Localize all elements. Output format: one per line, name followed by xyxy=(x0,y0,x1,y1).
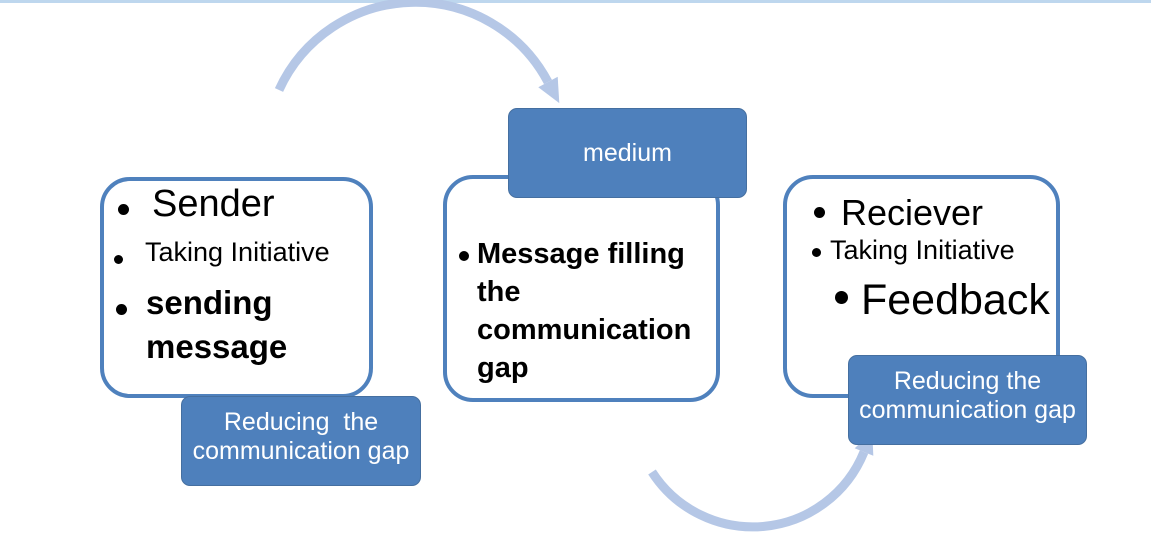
receiver-gap-label-line-2: communication gap xyxy=(859,396,1076,424)
message-box: Message filling the communication gap xyxy=(443,175,720,402)
flow-arrow-bottom-icon xyxy=(648,431,874,532)
receiver-bullet-2: Taking Initiative xyxy=(830,235,1015,265)
bullet-dot xyxy=(812,248,821,257)
top-border-line xyxy=(0,0,1151,3)
flow-arrow-top-icon xyxy=(274,0,560,104)
message-bullet-line-3: communication xyxy=(477,314,692,346)
message-bullet-line-2: the xyxy=(477,276,521,308)
bullet-dot xyxy=(459,251,469,261)
bullet-dot xyxy=(814,207,825,218)
receiver-gap-label: Reducing the communication gap xyxy=(848,355,1087,445)
receiver-gap-label-line-1: Reducing the xyxy=(893,367,1042,395)
sender-box: Sender Taking Initiative sending message xyxy=(100,177,373,398)
sender-bullet-3-line-2: message xyxy=(146,328,288,365)
receiver-bullet-3: Feedback xyxy=(861,276,1050,324)
message-bullet-line-4: gap xyxy=(477,352,529,384)
sender-gap-label-line-1: Reducing the xyxy=(223,408,379,436)
message-bullet-line-1: Message filling xyxy=(477,238,685,270)
sender-bullet-1: Sender xyxy=(152,183,275,225)
sender-bullet-3: sending message xyxy=(146,281,287,369)
bullet-dot xyxy=(118,204,129,215)
message-bullet: Message filling the communication gap xyxy=(477,235,691,387)
sender-gap-label-line-2: communication gap xyxy=(192,437,410,465)
bullet-dot xyxy=(116,304,127,315)
medium-box: medium xyxy=(508,108,747,198)
sender-bullet-2: Taking Initiative xyxy=(145,237,330,267)
bullet-dot xyxy=(835,291,848,304)
sender-bullet-3-line-1: sending xyxy=(146,284,273,321)
receiver-bullet-1: Reciever xyxy=(841,192,984,233)
sender-gap-label: Reducing the communication gap xyxy=(181,396,421,486)
bullet-dot xyxy=(114,255,123,264)
medium-label: medium xyxy=(583,138,672,167)
